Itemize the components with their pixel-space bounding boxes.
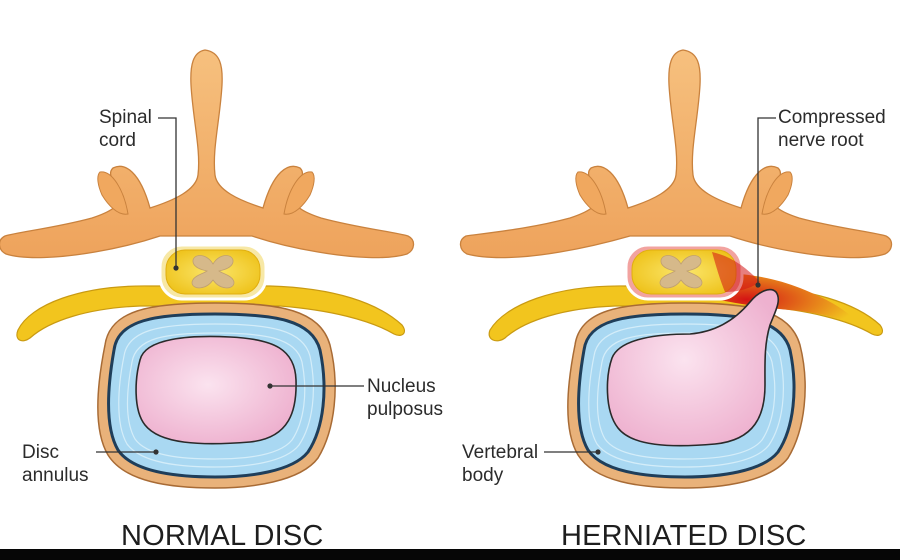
label-vertebral-line2: body xyxy=(462,465,504,486)
label-spinal-cord-line1: Spinal xyxy=(99,107,152,128)
label-spinal-cord-line2: cord xyxy=(99,130,136,151)
label-disc-annulus: Disc annulus xyxy=(22,441,89,487)
label-spinal-cord: Spinal cord xyxy=(99,106,152,152)
annulus-ring-2 xyxy=(126,332,306,460)
facet-right-herniated xyxy=(761,171,793,215)
annulus-ring-h1 xyxy=(588,323,784,468)
grey-matter-herniated xyxy=(659,255,703,289)
vertebral-arch-herniated xyxy=(459,49,893,259)
label-vertebral-line1: Vertebral xyxy=(462,442,539,463)
facet-right xyxy=(283,171,315,215)
leader-spinal-cord xyxy=(158,117,177,268)
grey-matter xyxy=(191,255,235,289)
leader-lines xyxy=(96,117,776,455)
annulus-ring-h2 xyxy=(596,332,776,460)
normal-disc-illustration xyxy=(0,49,415,489)
nucleus-pulposus xyxy=(135,335,297,445)
label-disc-annulus-line2: annulus xyxy=(22,465,89,486)
annulus-ring-1 xyxy=(118,323,314,468)
nerve-root-band xyxy=(16,285,406,342)
label-compressed-line2: nerve root xyxy=(778,130,864,151)
caption-normal-disc: NORMAL DISC xyxy=(121,520,324,552)
facet-left xyxy=(97,171,129,215)
facet-left-herniated xyxy=(575,171,607,215)
label-disc-annulus-line1: Disc xyxy=(22,442,59,463)
label-compressed-nerve-root: Compressed nerve root xyxy=(778,106,886,152)
herniated-nucleus xyxy=(606,288,780,447)
vertebral-arch xyxy=(0,49,415,259)
leader-compressed-root xyxy=(757,117,776,285)
label-vertebral-body: Vertebral body xyxy=(462,441,538,487)
label-nucleus-line1: Nucleus xyxy=(367,376,436,397)
label-nucleus-pulposus: Nucleus pulposus xyxy=(367,375,443,421)
bottom-bar xyxy=(0,549,900,560)
herniated-disc-illustration xyxy=(459,49,893,489)
label-compressed-line1: Compressed xyxy=(778,107,886,128)
inflammation-area xyxy=(712,252,760,292)
label-nucleus-line2: pulposus xyxy=(367,399,444,420)
caption-herniated-disc: HERNIATED DISC xyxy=(561,520,807,552)
